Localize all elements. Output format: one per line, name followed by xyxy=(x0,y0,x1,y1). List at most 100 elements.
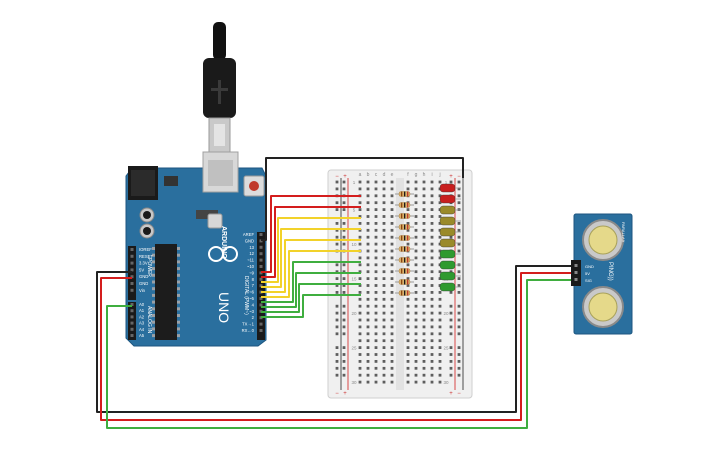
row-label: 1 xyxy=(353,180,356,185)
digital-header-label: DIGITAL (PWM~) xyxy=(243,276,249,315)
header-pin[interactable] xyxy=(130,303,134,306)
pin-label: GND xyxy=(245,238,254,243)
sensor-pin[interactable] xyxy=(574,271,578,274)
led[interactable] xyxy=(439,282,461,292)
header-pin[interactable] xyxy=(130,282,134,285)
power-header-label: POWER xyxy=(146,258,152,277)
usb-icon xyxy=(211,80,228,104)
usb-cable-strain-relief xyxy=(213,22,226,60)
resistor-column xyxy=(395,191,414,296)
resistor[interactable] xyxy=(395,224,414,230)
pin-label: ~3 xyxy=(249,309,254,314)
header-pin[interactable] xyxy=(259,233,263,236)
header-pin[interactable] xyxy=(130,261,134,265)
header-pin[interactable] xyxy=(259,322,263,326)
wire-red-2[interactable] xyxy=(261,206,361,278)
pin-label: RESET xyxy=(139,254,153,259)
pin-label: A1 xyxy=(139,308,145,313)
row-label: 20 xyxy=(443,311,449,316)
led[interactable] xyxy=(439,260,461,270)
pin-label: 3.3V xyxy=(139,261,148,266)
resistor[interactable] xyxy=(395,235,414,241)
crystal xyxy=(207,213,223,229)
led[interactable] xyxy=(439,194,461,204)
wire-yellow-1[interactable] xyxy=(261,217,361,283)
rail-sign: − xyxy=(335,391,339,397)
header-pin[interactable] xyxy=(130,309,134,313)
row-label: 20 xyxy=(351,311,357,316)
header-pin[interactable] xyxy=(259,277,263,281)
pin-label: A5 xyxy=(139,333,145,338)
header-pin[interactable] xyxy=(130,315,134,319)
resistor[interactable] xyxy=(395,268,414,274)
led[interactable] xyxy=(439,271,461,281)
header-pin[interactable] xyxy=(130,321,134,325)
led[interactable] xyxy=(439,238,461,248)
wire-green-2[interactable] xyxy=(261,272,361,308)
column-label: b xyxy=(367,172,370,178)
header-pin[interactable] xyxy=(259,265,263,268)
row-label: 25 xyxy=(443,345,449,350)
wire-yellow-2[interactable] xyxy=(261,228,361,288)
header-pin[interactable] xyxy=(259,303,263,307)
column-label: h xyxy=(423,172,426,178)
wires[interactable] xyxy=(96,157,571,429)
wire-red-1[interactable] xyxy=(261,195,361,273)
usb-cable[interactable] xyxy=(203,22,236,155)
header-pin[interactable] xyxy=(259,284,263,288)
header-pin[interactable] xyxy=(130,275,134,279)
wire-yellow-4[interactable] xyxy=(261,250,361,298)
column-label: f xyxy=(407,172,409,178)
sensor-pin[interactable] xyxy=(574,278,578,281)
pin-label: A0 xyxy=(139,302,145,307)
pin-label: AREF xyxy=(243,232,255,237)
header-pin[interactable] xyxy=(259,245,263,249)
column-label: a xyxy=(359,172,362,178)
header-pin[interactable] xyxy=(130,248,134,251)
header-pin[interactable] xyxy=(130,327,134,331)
led-column xyxy=(439,183,461,292)
led[interactable] xyxy=(439,205,461,215)
header-pin[interactable] xyxy=(130,288,134,292)
rail-sign: − xyxy=(457,391,461,397)
wire-green-3[interactable] xyxy=(261,283,361,313)
sensor-name: PING)) xyxy=(607,262,613,281)
pin-label: 12 xyxy=(249,251,254,256)
arduino-uno-board[interactable]: ARDUINO UNO DIGITAL (PWM~) ANALOG IN POW… xyxy=(125,151,267,347)
pin-label: RX←0 xyxy=(242,328,255,333)
wire-sensor-sig[interactable] xyxy=(106,279,571,429)
wire-gnd-to-rail[interactable] xyxy=(261,157,464,241)
resistor[interactable] xyxy=(395,213,414,219)
resistor[interactable] xyxy=(395,279,414,285)
header-pin[interactable] xyxy=(130,334,134,337)
header-pin[interactable] xyxy=(259,329,263,332)
led[interactable] xyxy=(439,183,461,193)
header-pin[interactable] xyxy=(259,258,263,262)
header-pin[interactable] xyxy=(130,254,134,258)
resistor[interactable] xyxy=(395,257,414,263)
wire-green-4[interactable] xyxy=(261,294,361,318)
sensor-pin-label: GND xyxy=(585,264,594,269)
header-pin[interactable] xyxy=(259,297,263,300)
sensor-pin[interactable] xyxy=(574,264,578,267)
led[interactable] xyxy=(439,249,461,259)
header-pin[interactable] xyxy=(259,252,263,256)
sensor-pin-label: 5V xyxy=(585,271,590,276)
resistor[interactable] xyxy=(395,290,414,296)
wire-sensor-5v[interactable] xyxy=(100,272,571,421)
row-label: 30 xyxy=(351,380,357,385)
header-pin[interactable] xyxy=(130,268,134,272)
resistor[interactable] xyxy=(395,191,414,197)
wire-green-1[interactable] xyxy=(261,261,361,303)
wire-sensor-gnd[interactable] xyxy=(96,265,571,413)
resistor[interactable] xyxy=(395,246,414,252)
atmega-chip xyxy=(155,244,177,340)
led[interactable] xyxy=(439,227,461,237)
led[interactable] xyxy=(439,216,461,226)
sensor-brand: PARALLAX xyxy=(621,222,626,243)
resistor[interactable] xyxy=(395,202,414,208)
pin-label: IOREF xyxy=(139,247,152,252)
wire-yellow-3[interactable] xyxy=(261,239,361,293)
